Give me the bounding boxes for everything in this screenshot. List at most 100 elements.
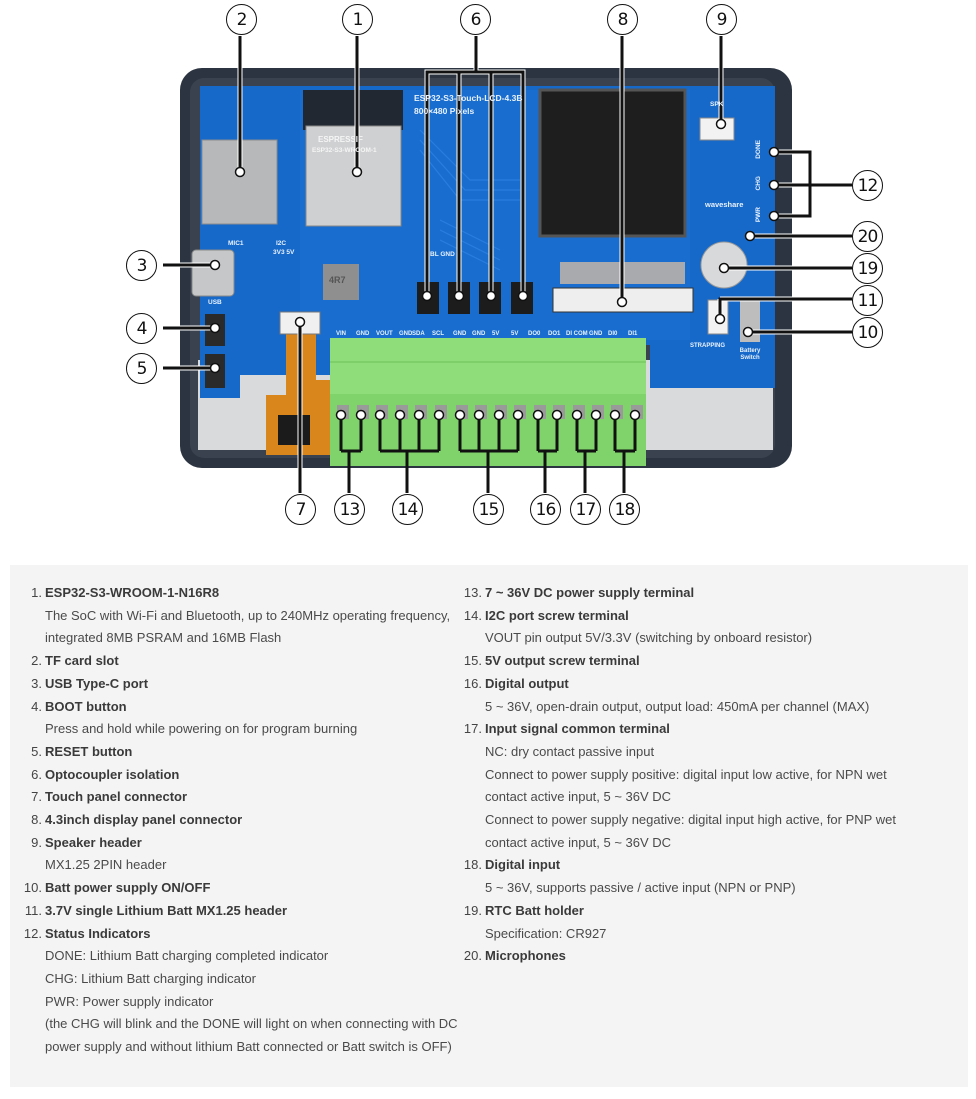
legend-item-heading: 7.Touch panel connector [10, 786, 460, 809]
legend-item-title: USB Type-C port [45, 675, 149, 691]
inductor [323, 264, 359, 300]
legend-item-title: 7 ~ 36V DC power supply terminal [485, 585, 695, 600]
legend-item-heading: 16.Digital output [450, 673, 968, 696]
legend-item-number: 8. [31, 812, 42, 828]
legend-item: 15.5V output screw terminal [450, 650, 968, 673]
legend-item-number: 4. [31, 698, 42, 714]
silk-model-line2: 800×480 Pixels [414, 106, 475, 116]
legend-item-description: Connect to power supply negative: digita… [485, 812, 896, 828]
legend-item-number: 5. [31, 743, 42, 759]
callout-12: 12 [852, 170, 883, 201]
legend-item-title: Touch panel connector [45, 789, 188, 805]
terminal-pin-label: VOUT [376, 331, 393, 337]
callout-1: 1 [342, 4, 373, 35]
legend-item-heading: 18.Digital input [450, 854, 968, 877]
legend-item: 2.TF card slot [10, 650, 460, 673]
silk-done: DONE [755, 140, 762, 159]
legend-item-heading: 1.ESP32-S3-WROOM-1-N16R8 [10, 582, 460, 605]
legend-item-number: 10. [23, 880, 42, 896]
callout-13: 13 [334, 494, 365, 525]
legend-item-heading: 3.USB Type-C port [10, 673, 460, 696]
legend-item-heading: 19.RTC Batt holder [450, 900, 968, 923]
terminal-leader-dot [433, 409, 445, 421]
terminal-leader-dot [413, 409, 425, 421]
usb-c-port [191, 249, 235, 297]
legend-item-title: RTC Batt holder [485, 902, 584, 918]
legend-item-heading: 15.5V output screw terminal [450, 650, 968, 673]
callout-7: 7 [285, 494, 316, 525]
legend-item-title: TF card slot [45, 653, 119, 669]
callout-19: 19 [852, 253, 883, 284]
legend-item: 20.Microphones [450, 945, 968, 968]
callout-14: 14 [392, 494, 423, 525]
silk-usb: USB [208, 299, 222, 306]
legend-item-description: power supply and without lithium Batt co… [45, 1039, 452, 1055]
esp32-module [305, 125, 402, 227]
speaker [538, 88, 687, 238]
callout-8: 8 [607, 4, 638, 35]
legend-item-heading: 12.Status Indicators [10, 923, 460, 946]
legend-item: 6.Optocoupler isolation [10, 764, 460, 787]
callout-5: 5 [126, 353, 157, 384]
legend-item-number: 14. [463, 607, 482, 623]
terminal-pin-label: SCL [432, 331, 444, 337]
terminal-pin-label: GND [589, 331, 603, 337]
legend-item-heading: 9.Speaker header [10, 832, 460, 855]
legend-item-description: Connect to power supply positive: digita… [485, 766, 887, 782]
legend-item-heading: 5.RESET button [10, 741, 460, 764]
legend-item-heading: 2.TF card slot [10, 650, 460, 673]
terminal-pin-label: VIN [336, 331, 347, 337]
legend-item-description: contact active input, 5 ~ 36V DC [485, 789, 672, 805]
callout-11: 11 [852, 285, 883, 316]
legend-item-title: RESET button [45, 743, 133, 759]
touch-ic [278, 415, 310, 445]
silk-pwr: PWR [755, 207, 762, 223]
legend-item-number: 3. [31, 675, 42, 691]
terminal-leader-dot [394, 409, 406, 421]
board-diagram: ESP32-S3-Touch-LCD-4.3B 800×480 Pixels E… [0, 0, 976, 540]
callout-4: 4 [126, 313, 157, 344]
silk-module-brand: ESPRESSIF [318, 135, 363, 144]
esp32-antenna [303, 90, 403, 130]
legend-item-description: integrated 8MB PSRAM and 16MB Flash [45, 630, 282, 646]
silk-battery-switch: Battery Switch [739, 348, 761, 361]
legend-item-number: 11. [24, 902, 42, 918]
terminal-pin-label: 5V [511, 331, 519, 337]
legend-item-description: VOUT pin output 5V/3.3V (switching by on… [485, 630, 813, 646]
legend-item: 8.4.3inch display panel connector [10, 809, 460, 832]
terminal-leader-dot [609, 409, 621, 421]
callout-18: 18 [609, 494, 640, 525]
legend-item: 5.RESET button [10, 741, 460, 764]
silk-strapping: STRAPPING [690, 343, 726, 349]
terminal-leader-dot [512, 409, 524, 421]
terminal-pin-label: GND [472, 331, 486, 337]
screw-terminal-top [330, 338, 646, 394]
silk-chg: CHG [755, 176, 762, 191]
legend-item-title: Input signal common terminal [485, 721, 670, 737]
silk-i2c-volt: 3V3 5V [273, 249, 295, 256]
silk-brand: waveshare [705, 200, 744, 209]
legend-item-description: Specification: CR927 [485, 925, 607, 941]
legend-item-description: (the CHG will blink and the DONE will li… [45, 1016, 458, 1032]
legend-item-description: DONE: Lithium Batt charging completed in… [45, 948, 329, 964]
legend-item-heading: 13.7 ~ 36V DC power supply terminal [450, 582, 968, 605]
terminal-pin-label: SDA [412, 331, 425, 337]
legend-item-description: The SoC with Wi-Fi and Bluetooth, up to … [45, 607, 451, 623]
silk-spk: SPK [710, 101, 724, 108]
legend-item: 13.7 ~ 36V DC power supply terminal [450, 582, 968, 605]
legend-item-description: contact active input, 5 ~ 36V DC [485, 834, 672, 850]
leader-lines [163, 36, 852, 493]
callout-16: 16 [530, 494, 561, 525]
legend-item-number: 1. [31, 585, 42, 600]
silk-mic1: MIC1 [228, 240, 244, 247]
legend-item-title: 3.7V single Lithium Batt MX1.25 header [45, 902, 288, 918]
